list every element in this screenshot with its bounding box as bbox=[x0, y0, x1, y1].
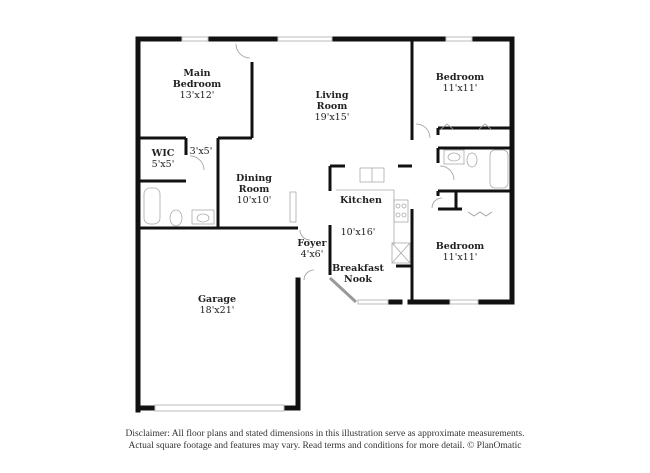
room-kitchen: Kitchen bbox=[340, 195, 382, 206]
room-dimensions: 5'x5' bbox=[151, 159, 175, 170]
room-name: Kitchen bbox=[340, 195, 382, 206]
room-name: Garage bbox=[197, 294, 237, 305]
room-name: Breakfast bbox=[332, 263, 384, 274]
room-name: Foyer bbox=[297, 238, 327, 249]
room-dimensions: 4'x6' bbox=[300, 249, 324, 260]
room-foyer: Foyer 4'x6' bbox=[297, 238, 326, 260]
room-name: Room bbox=[316, 101, 348, 112]
room-wic: WIC 5'x5' bbox=[152, 148, 175, 170]
room-bedroom-3: Bedroom 11'x11' bbox=[436, 241, 484, 263]
room-dimensions: 10'x16' bbox=[340, 227, 376, 238]
room-name: Living bbox=[315, 90, 349, 101]
room-kitchen-dimensions: 10'x16' bbox=[341, 227, 376, 238]
room-main-bedroom: Main Bedroom 13'x12' bbox=[173, 68, 221, 101]
fixtures bbox=[143, 149, 509, 264]
room-breakfast-nook: Breakfast Nook bbox=[332, 263, 384, 285]
disclaimer-line-1: Disclaimer: All floor plans and stated d… bbox=[125, 429, 525, 439]
room-dimensions: 11'x11' bbox=[442, 252, 478, 263]
room-dimensions: 13'x12' bbox=[179, 90, 215, 101]
room-name: Dining bbox=[236, 173, 272, 184]
room-name: Nook bbox=[344, 274, 372, 285]
room-dimensions: 10'x10' bbox=[236, 195, 272, 206]
room-dimensions: 3'x5' bbox=[189, 146, 213, 157]
room-dimensions: 11'x11' bbox=[442, 83, 478, 94]
room-dimensions: 18'x21' bbox=[199, 305, 235, 316]
exterior-walls bbox=[135, 36, 515, 413]
doors bbox=[189, 43, 493, 281]
room-name: WIC bbox=[151, 148, 175, 159]
interior-walls bbox=[138, 39, 512, 302]
room-dimensions: 19'x15' bbox=[314, 112, 350, 123]
room-name: Bedroom bbox=[172, 79, 222, 90]
room-living-room: Living Room 19'x15' bbox=[315, 90, 350, 123]
room-bedroom-2: Bedroom 11'x11' bbox=[436, 72, 484, 94]
disclaimer-line-2: Actual square footage and features may v… bbox=[128, 441, 522, 451]
windows bbox=[154, 36, 479, 412]
room-garage: Garage 18'x21' bbox=[198, 294, 236, 316]
room-name: Bedroom bbox=[435, 241, 485, 252]
room-dining-room: Dining Room 10'x10' bbox=[236, 173, 272, 206]
room-hall-closet: 3'x5' bbox=[190, 146, 213, 157]
room-name: Bedroom bbox=[435, 72, 485, 83]
room-name: Room bbox=[238, 184, 270, 195]
room-name: Main bbox=[183, 68, 211, 79]
